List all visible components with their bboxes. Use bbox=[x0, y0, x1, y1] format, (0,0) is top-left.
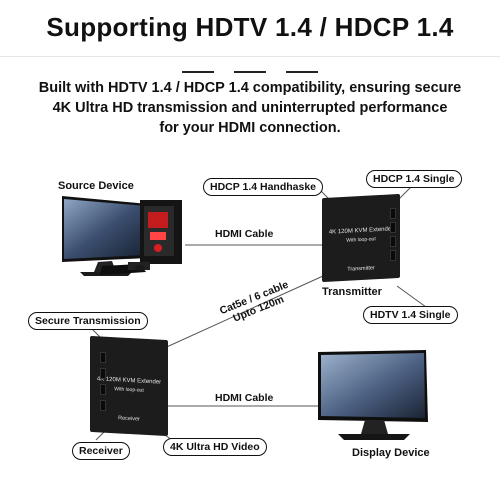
vent bbox=[390, 222, 396, 233]
callout-hdcp-handshake: HDCP 1.4 Handhaske bbox=[203, 178, 324, 196]
transmitter-label: Transmitter bbox=[322, 286, 382, 298]
pc-tower-icon bbox=[140, 200, 182, 264]
cat-cable-line bbox=[159, 275, 324, 351]
callout-ultra-hd-video: 4K Ultra HD Video bbox=[163, 438, 267, 456]
display-device-label: Display Device bbox=[352, 447, 430, 459]
page-subtitle: Built with HDTV 1.4 / HDCP 1.4 compatibi… bbox=[20, 78, 480, 138]
subtitle-line-3: for your HDMI connection. bbox=[159, 120, 341, 136]
title-bar bbox=[0, 0, 500, 57]
transmitter-face-label: Transmitter bbox=[347, 265, 375, 273]
vent bbox=[100, 352, 106, 363]
callout-receiver: Receiver bbox=[72, 442, 130, 460]
hdmi-cable-label-top: HDMI Cable bbox=[215, 228, 274, 240]
callout-hdcp-single: HDCP 1.4 Single bbox=[366, 170, 462, 188]
transmitter-loop-text: With loop-out bbox=[346, 236, 376, 244]
vent bbox=[390, 236, 396, 247]
leader-hdcp-single bbox=[397, 185, 413, 201]
source-device-label: Source Device bbox=[58, 180, 134, 192]
title-divider bbox=[0, 60, 500, 78]
receiver-face-label: Receiver bbox=[118, 415, 140, 423]
subtitle-line-1: Built with HDTV 1.4 / HDCP 1.4 compatibi… bbox=[38, 80, 462, 96]
callout-secure-transmission: Secure Transmission bbox=[28, 312, 148, 330]
display-monitor-icon bbox=[318, 350, 428, 440]
vent bbox=[390, 250, 396, 261]
divider-dash bbox=[286, 71, 318, 73]
hdmi-cable-label-bottom: HDMI Cable bbox=[215, 392, 274, 404]
vent bbox=[390, 208, 396, 219]
divider-dash bbox=[234, 71, 266, 73]
page-title: Supporting HDTV 1.4 / HDCP 1.4 bbox=[46, 12, 454, 42]
transmitter-device: 4K 120M KVM Extender With loop-out Trans… bbox=[322, 193, 400, 283]
vent bbox=[100, 400, 106, 411]
mouse-icon bbox=[135, 265, 145, 271]
vent bbox=[100, 368, 106, 379]
callout-hdtv-single: HDTV 1.4 Single bbox=[363, 306, 458, 324]
leader-hdtv-single bbox=[396, 285, 427, 308]
divider-dash bbox=[182, 71, 214, 73]
subtitle-line-2: 4K Ultra HD transmission and uninterrupt… bbox=[52, 100, 448, 116]
vent bbox=[100, 384, 106, 395]
transmitter-model-text: 4K 120M KVM Extender bbox=[328, 226, 394, 236]
